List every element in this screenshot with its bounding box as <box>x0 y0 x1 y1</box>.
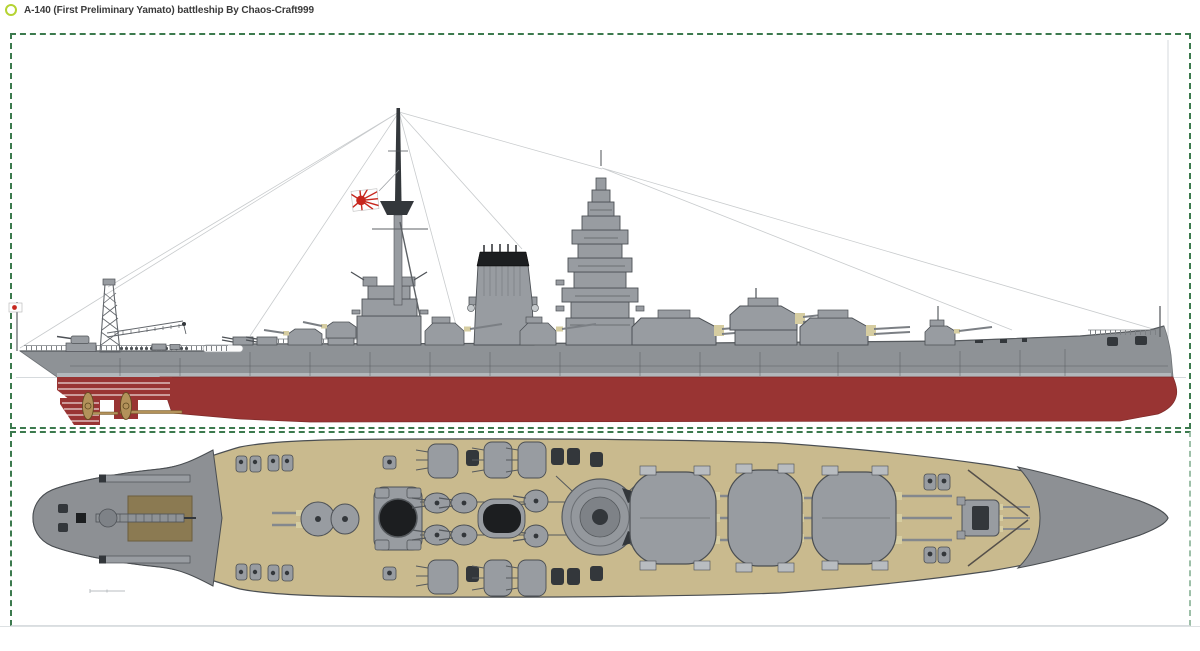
artwork-title: A-140 (First Preliminary Yamato) battles… <box>24 5 314 16</box>
top-plan-panel <box>10 431 1191 626</box>
artwork-header: A-140 (First Preliminary Yamato) battles… <box>0 0 1200 30</box>
canvas-bottom-edge <box>0 626 1200 627</box>
side-profile-panel <box>10 33 1191 429</box>
status-bullet-icon <box>5 4 17 16</box>
